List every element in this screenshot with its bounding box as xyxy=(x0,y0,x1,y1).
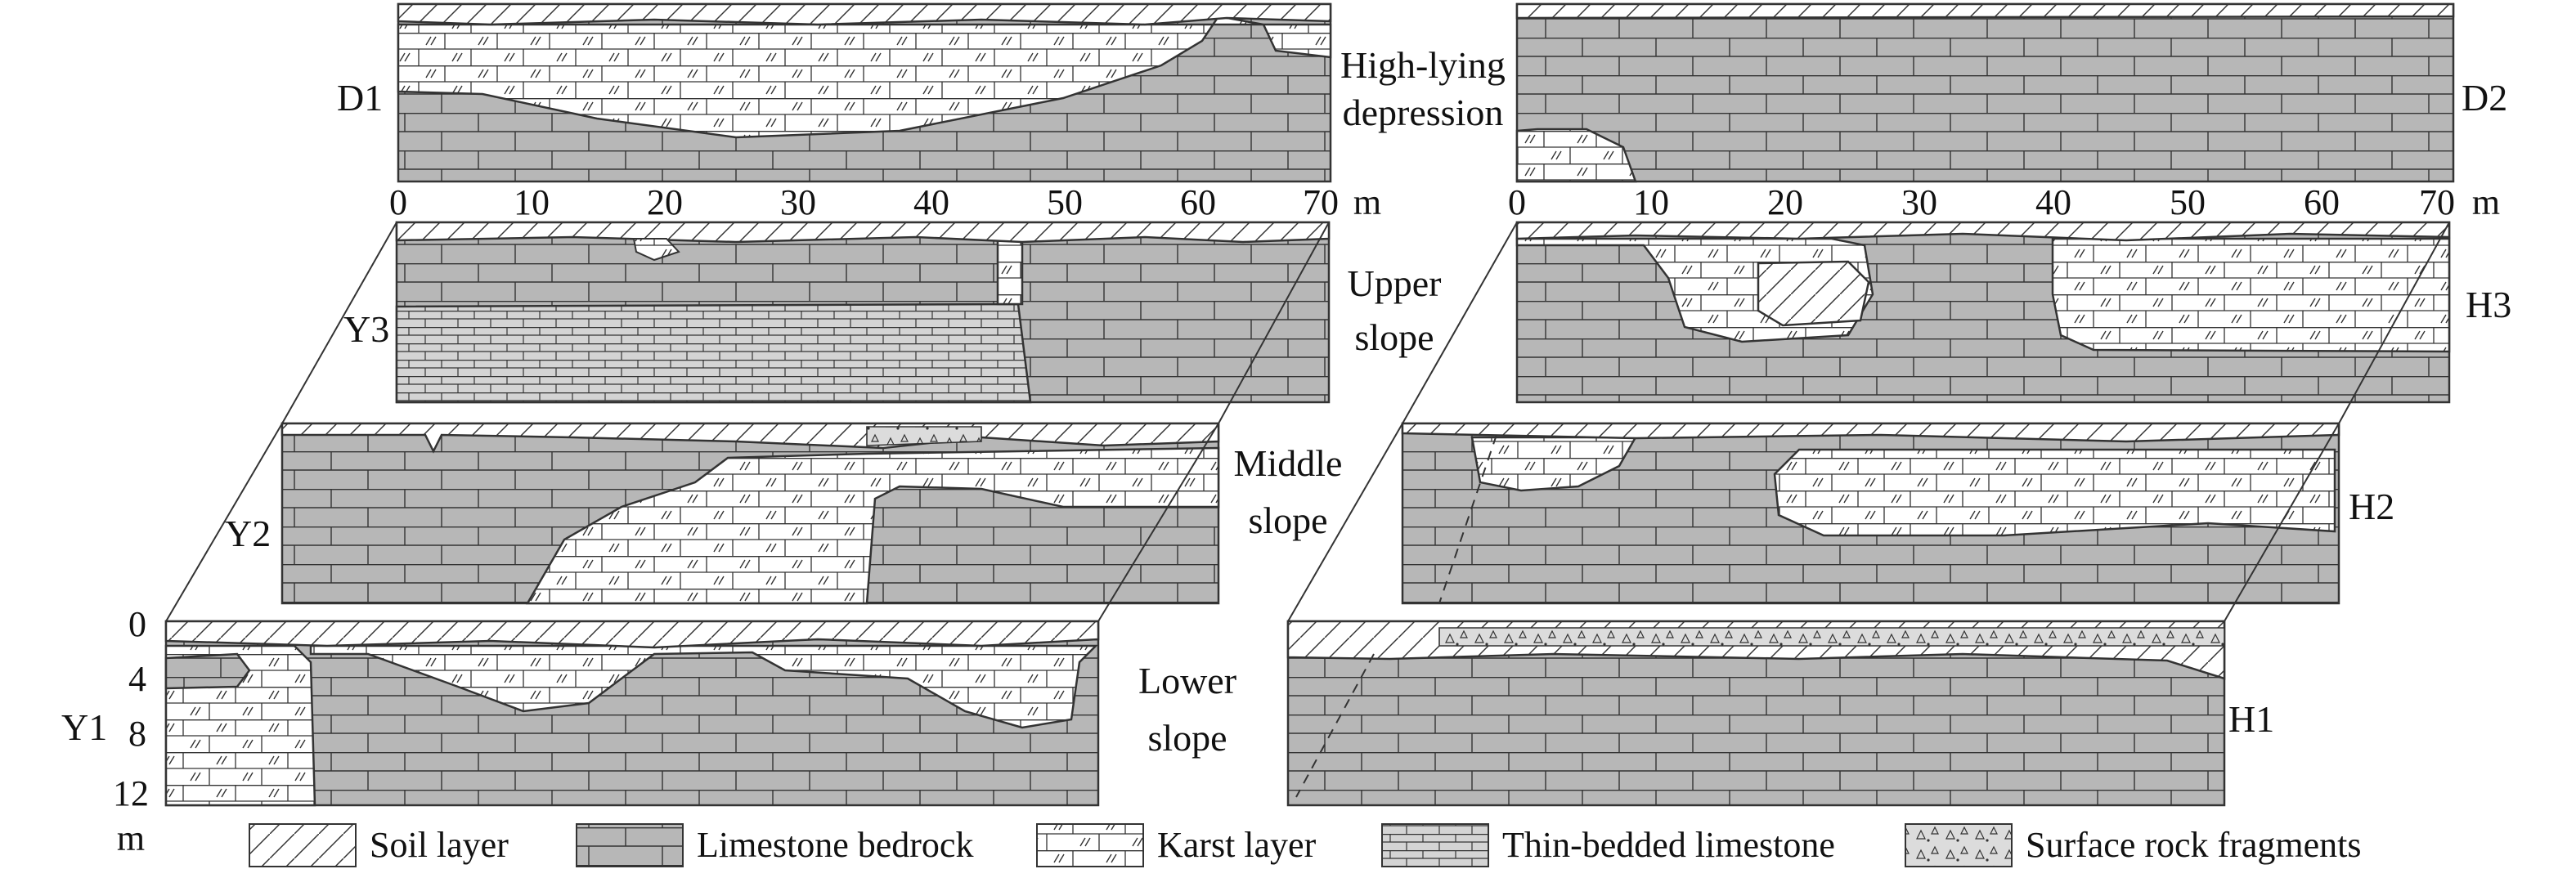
distance-axis-right: 0 10 20 30 40 50 60 70 m xyxy=(1508,182,2500,222)
profile-d2 xyxy=(1515,2,2455,183)
profile-d1 xyxy=(397,2,1332,183)
distance-axis-left: 0 10 20 30 40 50 60 70 m xyxy=(389,182,1381,222)
tick-label: 10 xyxy=(514,182,550,222)
tick-label: 60 xyxy=(1180,182,1216,222)
y3-soil-layer xyxy=(395,221,1331,244)
tick-label: 20 xyxy=(1767,182,1803,222)
depth-unit: m xyxy=(117,818,145,858)
tick-label: 40 xyxy=(2035,182,2071,222)
connector-lines xyxy=(165,222,2450,622)
profile-y3 xyxy=(395,221,1331,404)
d2-karst-layer xyxy=(1515,128,1637,183)
depth-tick: 8 xyxy=(128,714,146,754)
legend-label: Surface rock fragments xyxy=(2026,825,2361,865)
tick-label: 70 xyxy=(1303,182,1339,222)
legend-label: Karst layer xyxy=(1157,825,1317,865)
y1-soil-layer xyxy=(164,620,1100,649)
landform-upper-line2: slope xyxy=(1354,316,1434,358)
label-h1: H1 xyxy=(2228,698,2274,740)
profile-h3 xyxy=(1515,221,2451,404)
label-y2: Y2 xyxy=(225,513,271,554)
y3-thin-bedded-limestone xyxy=(395,302,1032,404)
label-d1: D1 xyxy=(337,77,383,119)
y1-karst-layer xyxy=(309,644,1099,729)
landform-middle-line2: slope xyxy=(1248,499,1327,541)
h2-soil-layer xyxy=(1401,422,2340,443)
tick-label: 0 xyxy=(1508,182,1526,222)
legend-label: Thin-bedded limestone xyxy=(1502,825,1835,865)
landform-lower-line1: Lower xyxy=(1138,660,1236,701)
landform-labels: High-lying depression Upper slope Middle… xyxy=(1138,44,1506,759)
d1-karst-layer xyxy=(397,15,1332,139)
legend-item-karst: Karst layer xyxy=(1036,823,1317,867)
label-h2: H2 xyxy=(2349,486,2394,527)
tick-label: 60 xyxy=(2304,182,2340,222)
h2-fault-line xyxy=(1438,434,1497,604)
tick-label: 40 xyxy=(913,182,949,222)
depth-tick: 12 xyxy=(113,773,149,813)
label-y3: Y3 xyxy=(343,308,389,350)
tick-label: 50 xyxy=(1047,182,1083,222)
legend-item-limestone: Limestone bedrock xyxy=(576,823,973,867)
label-d2: D2 xyxy=(2462,77,2507,119)
depth-tick: 0 xyxy=(128,604,146,644)
landform-middle-line1: Middle xyxy=(1234,442,1343,484)
d2-soil-layer xyxy=(1515,2,2455,20)
y2-karst-layer xyxy=(525,446,1220,605)
y2-soil-layer xyxy=(280,422,1220,454)
tick-label: 30 xyxy=(780,182,816,222)
tick-label: 0 xyxy=(389,182,407,222)
y1-limestone-knob xyxy=(164,652,251,690)
h3-soil-lens xyxy=(1757,260,1870,327)
profile-labels: D1 D2 Y3 Y2 Y1 H3 H2 H1 xyxy=(61,77,2511,748)
profile-y2 xyxy=(280,422,1220,605)
h3-soil-layer xyxy=(1515,221,2451,242)
depth-tick: 4 xyxy=(128,659,146,699)
legend-item-soil: Soil layer xyxy=(249,823,509,867)
profile-y1 xyxy=(164,620,1100,807)
depth-axis: 0 4 8 12 m xyxy=(113,604,149,858)
y3-karst-pocket xyxy=(632,238,680,262)
label-h3: H3 xyxy=(2466,284,2511,325)
legend-label: Limestone bedrock xyxy=(697,825,973,865)
landform-high-line1: High-lying xyxy=(1340,44,1506,86)
legend-item-fragments: Surface rock fragments xyxy=(1905,823,2361,867)
legend: Soil layer Limestone bedrock Karst layer… xyxy=(249,823,2361,867)
label-y1: Y1 xyxy=(61,706,107,748)
tick-label: 30 xyxy=(1901,182,1937,222)
d1-soil-layer xyxy=(397,2,1332,26)
y3-karst-fissure xyxy=(996,235,1024,306)
landform-lower-line2: slope xyxy=(1147,717,1227,759)
landform-high-line2: depression xyxy=(1343,92,1504,133)
profile-h1 xyxy=(1286,620,2226,807)
h2-karst-lens xyxy=(1773,448,2336,537)
y2-surface-fragments xyxy=(866,426,982,446)
tick-label: 50 xyxy=(2170,182,2206,222)
axis-unit: m xyxy=(2472,182,2500,222)
h1-surface-fragments xyxy=(1438,627,2225,647)
h3-karst-right xyxy=(2051,237,2451,353)
axis-unit: m xyxy=(1353,182,1381,222)
tick-label: 70 xyxy=(2419,182,2455,222)
legend-item-thin: Thin-bedded limestone xyxy=(1381,823,1835,867)
profile-h2 xyxy=(1401,422,2340,605)
tick-label: 10 xyxy=(1633,182,1669,222)
tick-label: 20 xyxy=(647,182,683,222)
landform-upper-line1: Upper xyxy=(1348,262,1442,304)
legend-label: Soil layer xyxy=(370,825,509,865)
